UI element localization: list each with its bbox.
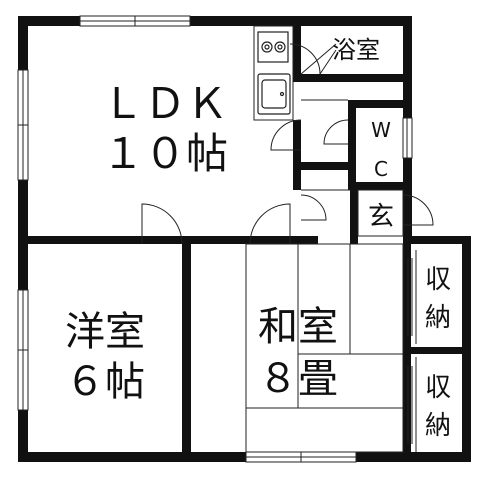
ldk-name: ＬＤＫ — [102, 79, 228, 128]
bath-label: 浴室 — [332, 36, 380, 64]
room-labels: ＬＤＫ １０帖 浴室 W C 玄 洋室 ６帖 和室 ８畳 収 納 収 納 — [65, 36, 451, 441]
stove-icon — [257, 31, 289, 63]
japanese-room-size: ８畳 — [258, 356, 338, 402]
windows — [17, 15, 413, 463]
storage-top-line1: 収 — [425, 265, 451, 295]
entrance-label: 玄 — [368, 202, 394, 232]
storage-bottom-line1: 収 — [425, 373, 451, 403]
bathtub-icon — [300, 43, 337, 75]
storage-bottom-line2: 納 — [425, 411, 451, 441]
japanese-room-name: 和室 — [258, 304, 338, 350]
wc-label-c: C — [374, 157, 388, 181]
storage-top-line2: 納 — [425, 303, 451, 333]
interior-lines — [245, 25, 417, 453]
western-room-name: 洋室 — [65, 309, 145, 355]
wc-label-w: W — [371, 118, 391, 142]
kitchen-sink-icon — [257, 73, 291, 115]
ldk-size: １０帖 — [102, 129, 228, 178]
doors — [141, 43, 434, 444]
western-room-size: ６帖 — [65, 359, 145, 405]
